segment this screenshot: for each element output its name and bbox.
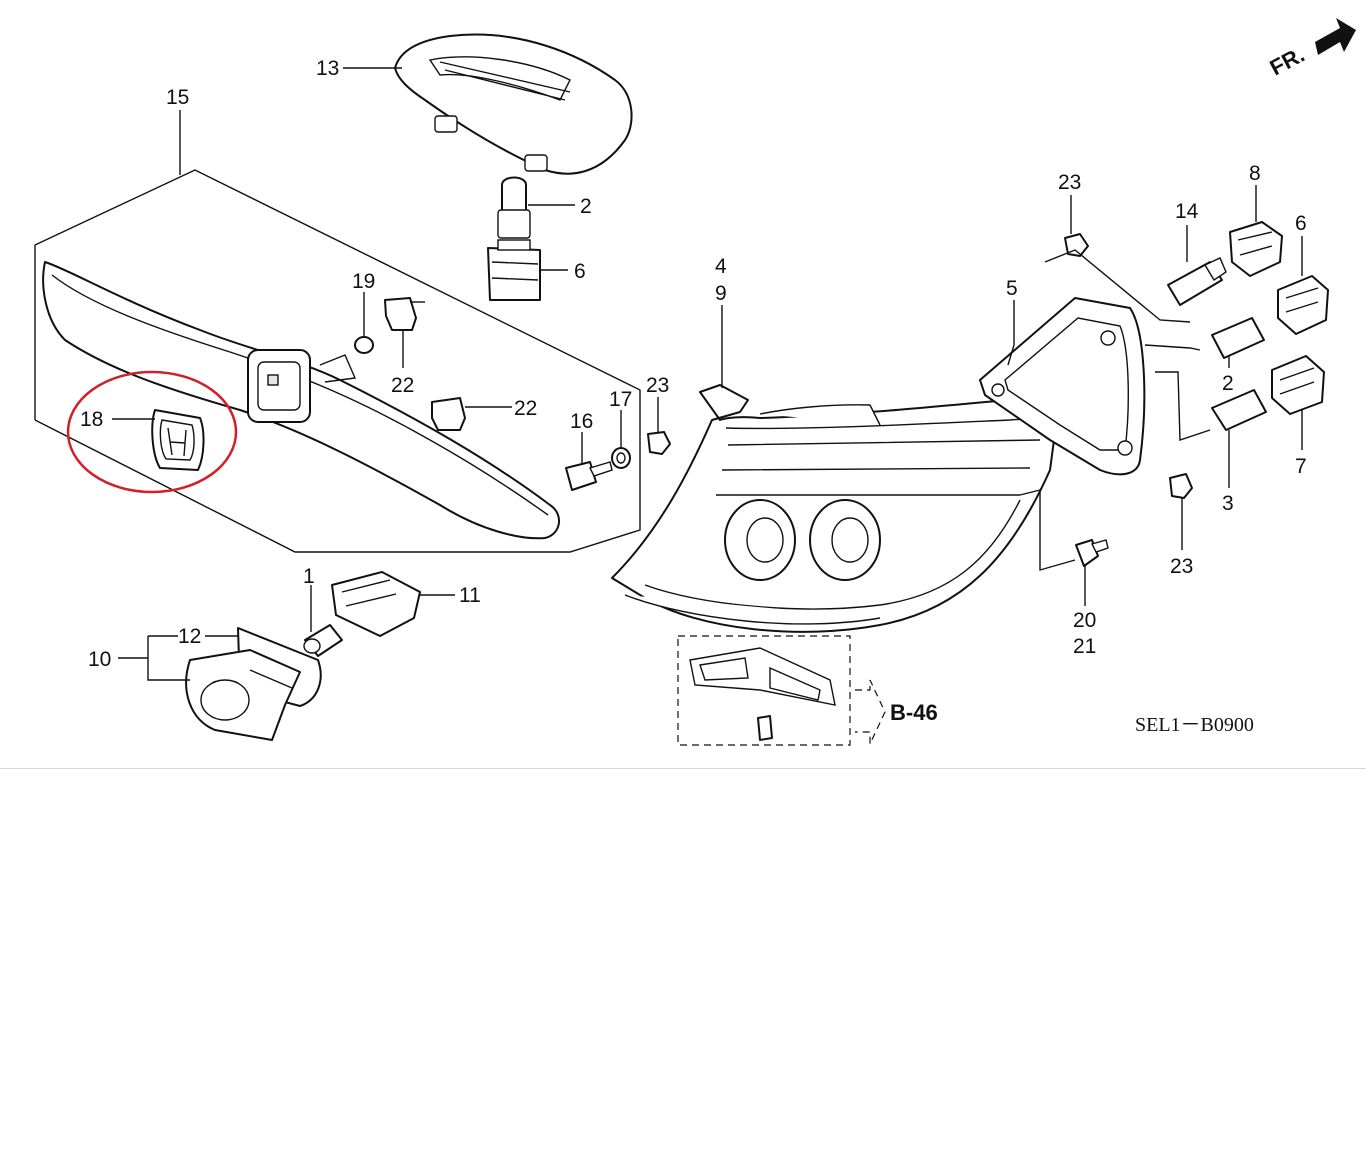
callout-2-right: 2 (1222, 372, 1234, 395)
callout-21: 21 (1073, 635, 1096, 658)
part-bulb-3[interactable] (1211, 389, 1267, 431)
part-license-light[interactable] (185, 627, 322, 741)
front-direction-arrow-icon: FR. (1266, 18, 1356, 80)
part-emblem[interactable] (151, 409, 205, 471)
callout-20: 20 (1073, 609, 1096, 632)
callout-12: 12 (178, 625, 201, 648)
part-nut-23-top[interactable] (1064, 233, 1089, 257)
part-socket-7[interactable] (1271, 355, 1325, 415)
part-clip-22-lower[interactable] (431, 397, 466, 431)
callout-11: 11 (459, 584, 481, 607)
callout-15: 15 (166, 86, 189, 109)
callout-23-middle: 23 (646, 374, 669, 397)
part-rear-garnish[interactable] (42, 261, 560, 540)
callout-4: 4 (715, 255, 727, 278)
callout-16: 16 (570, 410, 593, 433)
part-nut-23-middle[interactable] (647, 431, 671, 455)
part-bolt-20-21[interactable] (1075, 539, 1109, 567)
callout-22-upper: 22 (391, 374, 414, 397)
part-socket-6-right[interactable] (1277, 275, 1329, 335)
part-bulb-right[interactable] (1211, 317, 1265, 359)
callout-labels: 13 15 2 6 19 22 22 18 16 17 23 4 9 5 23 … (80, 57, 1307, 671)
part-high-mount-stop-light[interactable] (394, 33, 633, 175)
diagram-canvas: FR. 13 15 2 6 19 22 22 18 16 17 23 4 9 5… (34, 18, 1356, 746)
reference-box (677, 635, 886, 746)
part-socket-8[interactable] (1229, 221, 1283, 277)
garnish-frame (34, 169, 641, 553)
part-bulb-upper[interactable] (497, 176, 531, 239)
callout-22-lower: 22 (514, 397, 537, 420)
callout-17: 17 (609, 388, 632, 411)
callout-3: 3 (1222, 492, 1234, 515)
direction-label: FR. (1266, 42, 1309, 81)
part-nut-23-bottom[interactable] (1169, 473, 1193, 499)
callout-7: 7 (1295, 455, 1307, 478)
callout-2-upper: 2 (580, 195, 592, 218)
callout-13: 13 (316, 57, 339, 80)
part-nut-19[interactable] (354, 336, 374, 354)
callout-8: 8 (1249, 162, 1261, 185)
callout-5: 5 (1006, 277, 1018, 300)
callout-19: 19 (352, 270, 375, 293)
callout-9: 9 (715, 282, 727, 305)
part-gasket[interactable] (979, 297, 1146, 476)
connection-lines (319, 249, 1211, 571)
part-bolt-16[interactable] (565, 461, 613, 491)
callout-14: 14 (1175, 200, 1199, 223)
highlight-circle (66, 370, 238, 494)
callout-18: 18 (80, 408, 103, 431)
part-bulb-14[interactable] (1167, 257, 1227, 306)
callout-6-upper: 6 (574, 260, 586, 283)
reference-label[interactable]: B-46 (890, 700, 938, 725)
part-washer-17[interactable] (611, 447, 631, 469)
part-tail-light-assembly[interactable] (611, 384, 1061, 633)
parts-diagram: FR. 13 15 2 6 19 22 22 18 16 17 23 4 9 5… (0, 18, 1366, 769)
callout-23-top: 23 (1058, 171, 1081, 194)
part-socket-11[interactable] (331, 571, 421, 637)
part-clip-22-upper[interactable] (384, 297, 425, 331)
callout-23-bottom: 23 (1170, 555, 1193, 578)
part-bulb-1[interactable] (303, 624, 343, 657)
callout-10: 10 (88, 648, 111, 671)
diagram-code: SEL1－B0900 (1135, 714, 1254, 736)
callout-leaders (112, 67, 1303, 681)
part-socket-upper[interactable] (487, 239, 541, 301)
callout-6-right: 6 (1295, 212, 1307, 235)
callout-1: 1 (303, 565, 315, 588)
